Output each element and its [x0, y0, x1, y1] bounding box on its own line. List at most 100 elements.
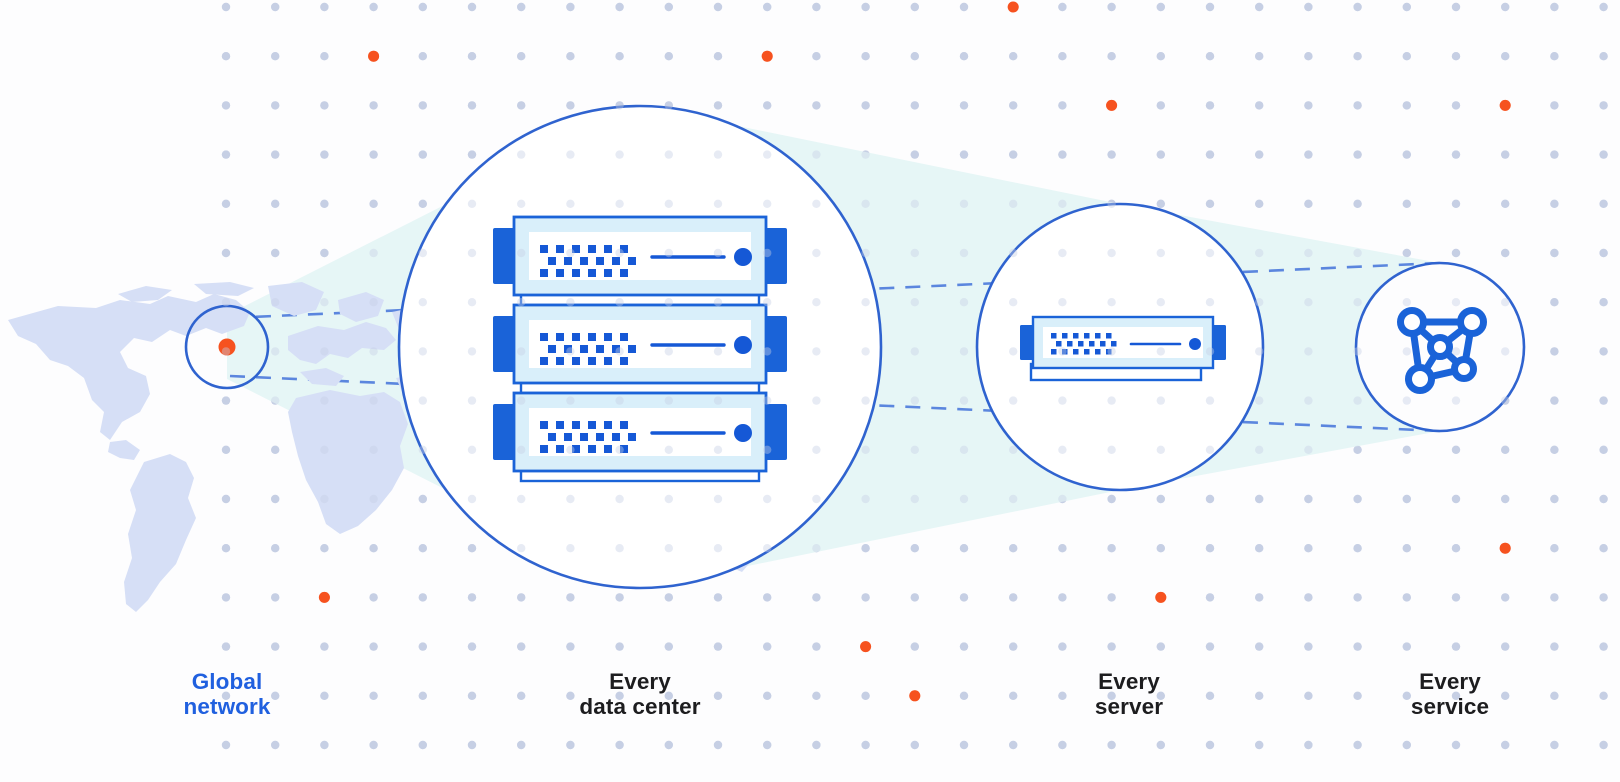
grid-dot — [1599, 248, 1608, 258]
grid-dot — [221, 347, 231, 356]
grid-dot — [1205, 691, 1215, 700]
grid-dot — [910, 52, 919, 61]
grid-dot — [1009, 691, 1018, 700]
grid-dot — [1255, 52, 1264, 61]
grid-dot — [861, 445, 870, 454]
grid-dot — [1107, 347, 1116, 356]
grid-dot — [959, 150, 969, 159]
grid-dot — [1107, 740, 1116, 750]
grid-dot — [517, 740, 526, 750]
server-rack-icon — [493, 215, 787, 483]
grid-dot — [1009, 101, 1018, 110]
grid-dot — [1058, 544, 1067, 553]
grid-dot — [271, 2, 280, 12]
grid-dot — [1599, 740, 1608, 750]
grid-dot — [1550, 544, 1559, 553]
grid-dot — [664, 445, 673, 454]
grid-dot — [861, 396, 870, 405]
grid-dot — [812, 150, 821, 159]
grid-dot — [1402, 445, 1412, 454]
grid-dot — [1501, 494, 1510, 504]
grid-dot — [1304, 101, 1313, 110]
grid-dot — [418, 691, 427, 700]
grid-dot — [566, 740, 575, 750]
grid-dot — [1107, 298, 1116, 307]
grid-dot — [713, 52, 723, 61]
grid-dot — [1501, 593, 1510, 602]
grid-dot-highlight — [909, 690, 921, 702]
grid-dot — [1058, 347, 1067, 356]
grid-dot — [566, 445, 575, 454]
grid-dot — [1550, 691, 1559, 700]
grid-dot — [1255, 396, 1264, 405]
grid-dot — [1255, 691, 1264, 700]
grid-dot-highlight — [860, 641, 872, 653]
grid-dot — [418, 199, 427, 208]
stage-label-global-network: Global network — [183, 669, 271, 719]
grid-dot — [713, 248, 723, 258]
grid-dot — [1353, 248, 1362, 258]
stage-label-data-center: Every data center — [579, 669, 701, 719]
grid-dot — [271, 150, 280, 159]
grid-dot — [1205, 740, 1215, 750]
grid-dot — [467, 52, 477, 61]
grid-dot — [418, 150, 427, 159]
grid-dot — [320, 2, 329, 12]
grid-dot — [1402, 150, 1412, 159]
grid-dot — [467, 691, 477, 700]
grid-dot — [1353, 544, 1362, 553]
grid-dot — [1451, 642, 1461, 651]
grid-dot — [369, 642, 378, 651]
grid-dot — [1402, 101, 1412, 110]
grid-dot — [1156, 199, 1166, 208]
grid-dot — [1501, 248, 1510, 258]
grid-dot — [1205, 2, 1215, 12]
grid-dot — [713, 593, 723, 602]
grid-dot — [1599, 150, 1608, 159]
grid-dot — [959, 248, 969, 258]
grid-dot — [959, 101, 969, 110]
grid-dot — [1255, 347, 1264, 356]
grid-dot — [221, 544, 231, 553]
grid-dot — [467, 740, 477, 750]
grid-dot — [812, 691, 821, 700]
grid-dot — [221, 544, 231, 553]
network-node-bottom-right — [1451, 356, 1477, 382]
grid-dot — [1009, 150, 1018, 159]
grid-dot — [1255, 494, 1264, 504]
grid-dot — [1599, 494, 1608, 504]
grid-dot — [467, 740, 477, 750]
grid-dot — [1304, 593, 1313, 602]
server-side-tab-left-1 — [493, 228, 515, 284]
grid-dot — [1451, 494, 1461, 504]
grid-dot — [320, 445, 329, 454]
grid-dot — [1304, 199, 1313, 208]
grid-dot — [1058, 445, 1067, 454]
grid-dot — [566, 2, 575, 12]
grid-dot — [1353, 691, 1362, 700]
grid-dot — [1353, 445, 1362, 454]
grid-dot — [1451, 52, 1461, 61]
grid-dot — [1353, 642, 1362, 651]
grid-dot — [1402, 199, 1412, 208]
grid-dot — [1550, 52, 1559, 61]
grid-dot — [1451, 347, 1461, 356]
grid-dot — [1009, 199, 1018, 208]
grid-dot — [221, 248, 231, 258]
grid-dot — [418, 2, 427, 12]
grid-dot — [910, 740, 919, 750]
grid-dot — [1205, 544, 1215, 553]
grid-dot — [1058, 396, 1067, 405]
single-server-tab-left — [1020, 325, 1034, 360]
grid-dot — [1599, 150, 1608, 159]
grid-dot — [1599, 544, 1608, 553]
grid-dot — [713, 544, 723, 553]
grid-dot — [615, 396, 624, 405]
grid-dot — [763, 150, 772, 159]
grid-dot — [1156, 691, 1166, 700]
grid-dot — [1451, 445, 1461, 454]
grid-dot — [615, 445, 624, 454]
grid-dot — [959, 740, 969, 750]
grid-dot — [221, 101, 231, 110]
grid-dot — [517, 298, 526, 307]
